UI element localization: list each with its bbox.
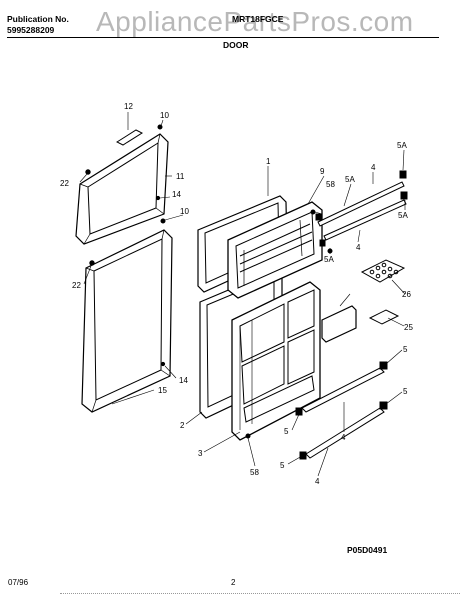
callout-5-a: 5 <box>403 345 408 354</box>
figure-id: P05D0491 <box>347 545 388 555</box>
publication-number: 5995288209 <box>7 25 55 35</box>
callout-5A-a: 5A <box>345 175 355 184</box>
callout-5A-b: 5A <box>397 141 407 150</box>
callout-26: 26 <box>402 290 411 299</box>
part-4-door-rack-bars-lower <box>295 361 388 460</box>
footer-page: 2 <box>231 578 236 587</box>
callout-9: 9 <box>320 167 325 176</box>
freezer-door-inner-panel <box>227 201 323 299</box>
leader-lines <box>79 112 406 477</box>
callout-1: 1 <box>266 157 271 166</box>
section-title: DOOR <box>223 40 249 50</box>
callout-labels: 12 10 11 14 22 10 22 14 15 1 9 58 5A 4 5… <box>60 102 413 486</box>
callout-12: 12 <box>124 102 133 111</box>
watermark: AppliancePartsPros.com <box>96 6 414 37</box>
part-4-door-rack-bars-upper <box>315 170 408 247</box>
part-dairy-door <box>321 305 357 343</box>
callout-4-a: 4 <box>371 163 376 172</box>
callout-5-d: 5 <box>280 461 285 470</box>
part-15-fresh-food-gasket <box>81 229 173 413</box>
callout-58-upper: 58 <box>326 180 335 189</box>
callout-5-b: 5 <box>403 387 408 396</box>
part-11-freezer-gasket <box>75 133 169 245</box>
callout-3: 3 <box>198 449 203 458</box>
callout-22-upper: 22 <box>60 179 69 188</box>
callout-4-c: 4 <box>341 433 346 442</box>
callout-14-lower: 14 <box>179 376 188 385</box>
callout-22-lower: 22 <box>72 281 81 290</box>
callout-4-d: 4 <box>315 477 320 486</box>
callout-14-upper: 14 <box>172 190 181 199</box>
callout-58-lower: 58 <box>250 468 259 477</box>
fresh-food-door-inner-panel <box>231 281 321 441</box>
footer-dotted-rule <box>60 593 460 594</box>
model-number: MRT18FGCE <box>232 14 284 24</box>
publication-label: Publication No. <box>7 14 69 24</box>
callout-4-b: 4 <box>356 243 361 252</box>
callout-11: 11 <box>176 172 185 181</box>
part-26-egg-tray <box>360 259 406 283</box>
callout-15: 15 <box>158 386 167 395</box>
part-12-shelf-trim <box>115 129 144 146</box>
callout-2: 2 <box>180 421 185 430</box>
screws <box>85 124 166 367</box>
part-25-butter-tray <box>368 309 400 325</box>
callout-5A-d: 5A <box>324 255 334 264</box>
callout-5A-c: 5A <box>398 211 408 220</box>
callout-10-lower: 10 <box>180 207 189 216</box>
footer-date: 07/96 <box>8 578 29 587</box>
callout-10-upper: 10 <box>160 111 169 120</box>
header-rule <box>7 37 439 38</box>
callout-5-c: 5 <box>284 427 289 436</box>
callout-25: 25 <box>404 323 413 332</box>
